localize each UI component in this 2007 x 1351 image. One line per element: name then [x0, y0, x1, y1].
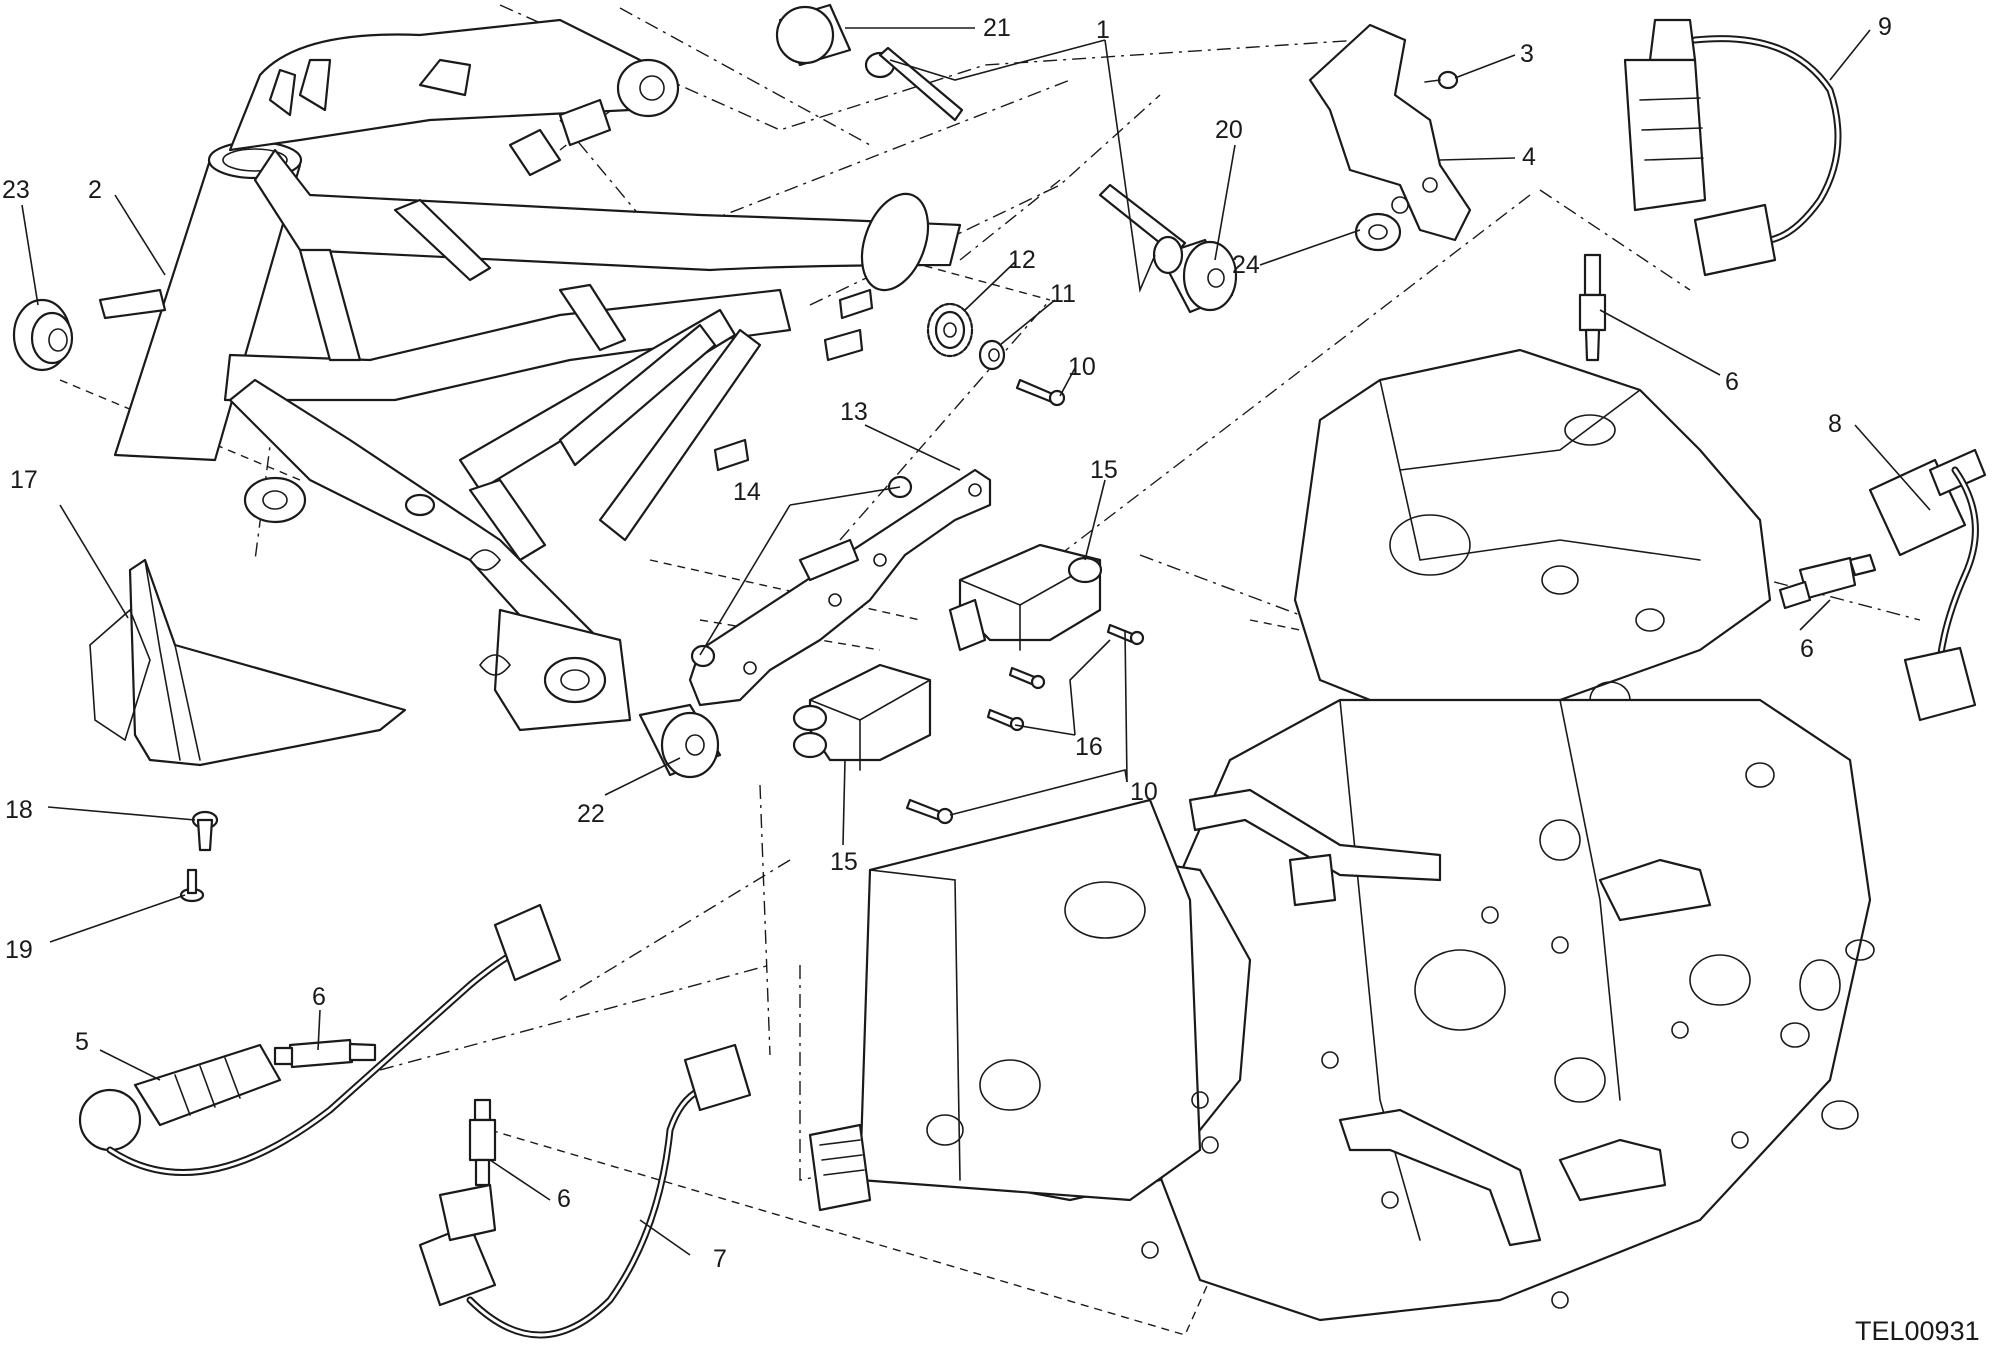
callout-17: 17 — [10, 466, 38, 494]
callout-10-upper: 10 — [1068, 353, 1096, 381]
plug-cable-8 — [1868, 448, 1987, 722]
bolt-16-b — [1008, 666, 1046, 690]
callout-14: 14 — [733, 478, 761, 506]
callout-20: 20 — [1215, 116, 1243, 144]
bracket-4 — [1308, 23, 1472, 242]
plug-cable-9 — [1623, 18, 1842, 277]
callout-2: 2 — [88, 176, 102, 204]
frame-assembly — [98, 18, 962, 732]
spark-plug-6-bottom — [468, 1098, 497, 1187]
callout-6-top: 6 — [1725, 368, 1739, 396]
callout-9: 9 — [1878, 13, 1892, 41]
drawing-reference-code: TEL00931 — [1855, 1316, 1980, 1346]
plug-cable-7 — [418, 1043, 752, 1339]
gear-12 — [926, 302, 974, 358]
callout-10-lower: 10 — [1130, 778, 1158, 806]
callout-6-right: 6 — [1800, 635, 1814, 663]
bolt-3 — [1424, 70, 1459, 90]
callout-6-bottom: 6 — [557, 1185, 571, 1213]
bolt-16-a — [986, 708, 1025, 732]
callout-15-lower: 15 — [830, 848, 858, 876]
nut-14-b — [690, 644, 716, 668]
callout-3: 3 — [1520, 40, 1534, 68]
callout-18: 18 — [5, 796, 33, 824]
screw-18 — [191, 810, 219, 852]
grommet-24 — [1354, 212, 1402, 252]
callout-23: 23 — [2, 176, 30, 204]
screw-19 — [179, 868, 205, 903]
callout-12: 12 — [1008, 246, 1036, 274]
bolt-16-c — [1106, 623, 1145, 646]
bolt-10-upper — [1015, 378, 1066, 407]
callout-19: 19 — [5, 936, 33, 964]
bolt-10-lower — [905, 798, 954, 825]
plug-cable-5 — [78, 903, 562, 1176]
callout-22: 22 — [577, 800, 605, 828]
callout-13: 13 — [840, 398, 868, 426]
spark-plug-6-left — [273, 1038, 377, 1069]
callout-21: 21 — [983, 14, 1011, 42]
callout-11: 11 — [1050, 280, 1076, 308]
side-cover-17 — [89, 558, 407, 767]
grommet-21 — [775, 3, 852, 67]
grommet-23 — [12, 298, 74, 372]
callout-labels: 1 2 3 4 5 6 6 6 6 7 8 9 10 10 11 12 13 1… — [2, 13, 1892, 1273]
callout-6-left: 6 — [312, 983, 326, 1011]
engine-assembly — [808, 348, 1875, 1322]
callout-24: 24 — [1232, 251, 1260, 279]
callout-8: 8 — [1828, 410, 1842, 438]
callout-5: 5 — [75, 1028, 89, 1056]
spark-plug-6-top — [1578, 253, 1607, 362]
callout-15-upper: 15 — [1090, 456, 1118, 484]
washer-11 — [978, 339, 1006, 371]
coil-bracket-13 — [688, 468, 992, 707]
grommet-22 — [638, 703, 722, 779]
callout-7: 7 — [713, 1245, 727, 1273]
callout-1: 1 — [1096, 16, 1110, 44]
ignition-coil-15-upper — [948, 543, 1103, 652]
mount-pin-1-lower — [1098, 183, 1187, 275]
callout-4: 4 — [1522, 143, 1536, 171]
ignition-coil-15-lower — [792, 663, 932, 771]
mount-pin-1-upper — [864, 46, 964, 122]
spark-plug-6-right — [1778, 553, 1877, 610]
callout-16: 16 — [1075, 733, 1103, 761]
leader-lines — [21, 27, 1931, 1256]
